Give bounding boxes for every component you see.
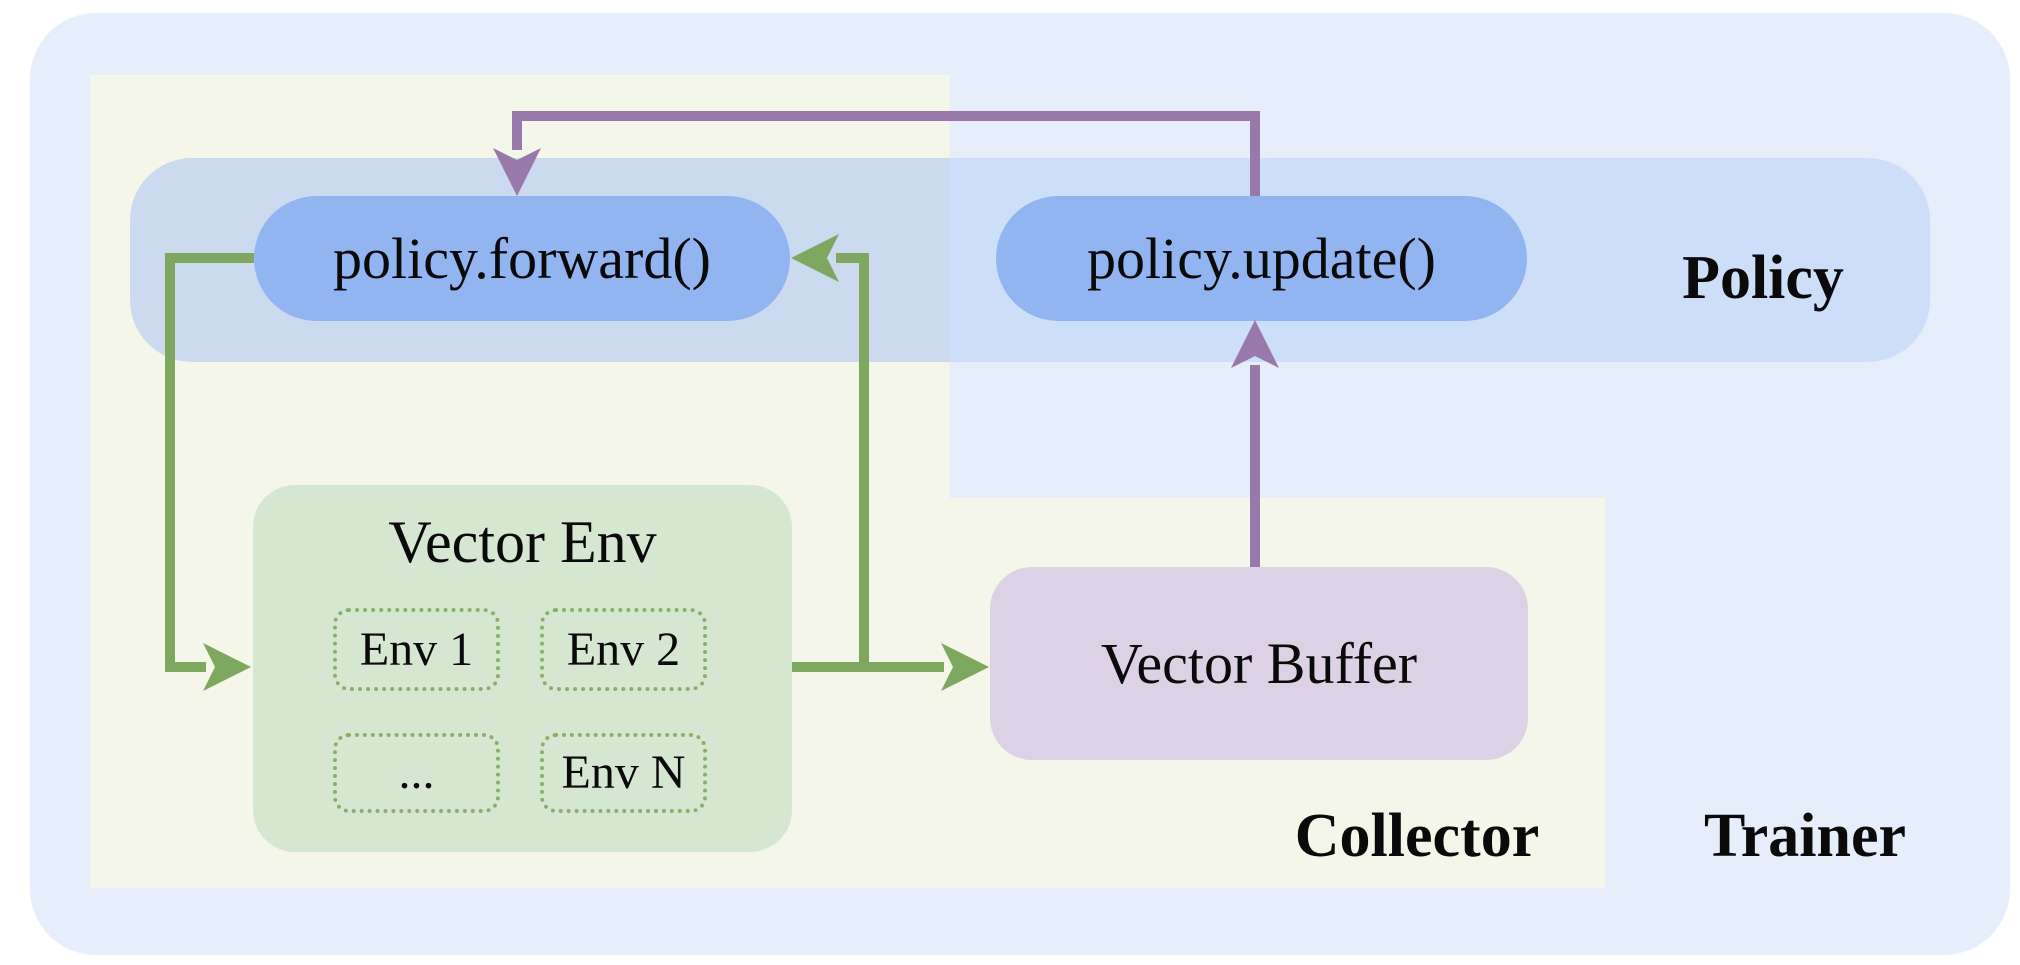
collector-label: Collector xyxy=(1294,802,1540,870)
policy-update-label: policy.update() xyxy=(1087,225,1436,291)
env-item-n: Env N xyxy=(540,733,707,813)
trainer-label: Trainer xyxy=(1703,802,1907,870)
env-item-ellipsis-label: ... xyxy=(398,746,435,799)
env-item-2: Env 2 xyxy=(540,608,707,691)
vector-buffer-label: Vector Buffer xyxy=(1100,630,1418,696)
policy-forward-label: policy.forward() xyxy=(333,225,711,291)
env-item-1: Env 1 xyxy=(333,608,500,691)
policy-update-node: policy.update() xyxy=(996,196,1527,321)
policy-forward-node: policy.forward() xyxy=(254,196,790,321)
env-item-n-label: Env N xyxy=(561,746,686,799)
vector-env-node: Vector Env Env 1 Env 2 ... Env N xyxy=(253,485,792,852)
policy-label: Policy xyxy=(1682,244,1844,312)
vector-env-title: Vector Env xyxy=(388,509,657,575)
env-item-1-label: Env 1 xyxy=(359,622,474,676)
env-item-ellipsis: ... xyxy=(333,733,500,813)
env-item-2-label: Env 2 xyxy=(566,622,681,676)
vector-buffer-node: Vector Buffer xyxy=(990,567,1528,760)
